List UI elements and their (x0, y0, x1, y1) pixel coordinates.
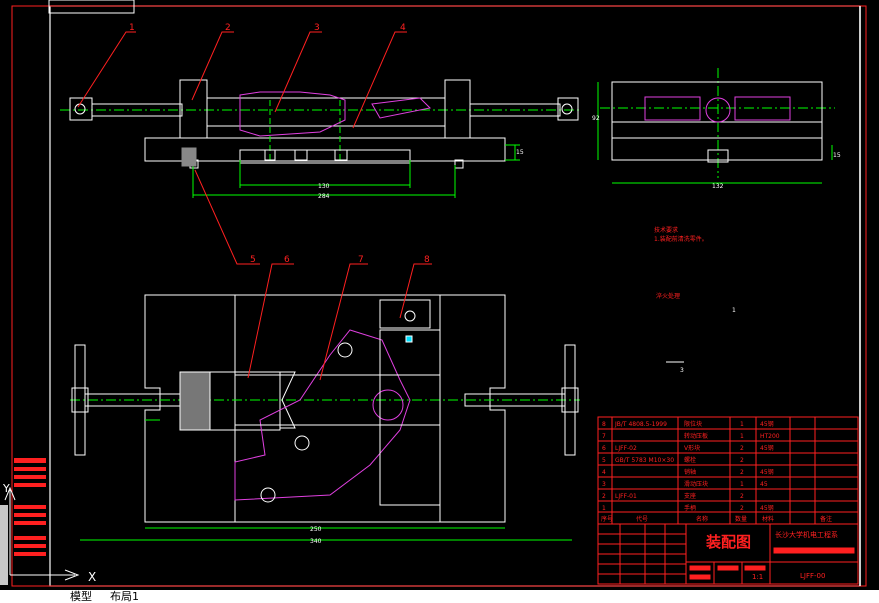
bom-cell-name: 销轴 (684, 468, 696, 476)
tab-layout-1[interactable]: 布局1 (110, 590, 139, 603)
bom-cell-code: JB/T 4808.5-1999 (614, 421, 667, 428)
dim-15: 15 (516, 149, 524, 156)
drawing-title: 装配图 (705, 533, 751, 551)
tool-palette-strip[interactable] (0, 505, 8, 585)
bom-cell-code: LJFF-01 (615, 493, 637, 500)
layout-tabs-bar: 模型 布局1 (0, 590, 879, 603)
dim-250: 250 (310, 526, 322, 533)
drawing-frame (11, 0, 867, 587)
bom-cell-no: 3 (602, 481, 606, 488)
ucs-y-label: Y (2, 482, 10, 495)
bom-cell-no: 5 (602, 457, 606, 464)
bom-cell-qty: 1 (740, 481, 744, 488)
bom-cell-qty: 2 (740, 457, 744, 464)
plan-view (70, 294, 580, 541)
bom-cell-qty: 2 (740, 469, 744, 476)
misc-mark-3: 3 (680, 367, 684, 374)
bom-h-qty: 数量 (735, 515, 747, 523)
bom-cell-name: 螺栓 (684, 456, 696, 464)
balloon-4: 4 (400, 23, 406, 33)
bom-cell-no: 1 (602, 505, 606, 512)
bom-table (597, 416, 859, 525)
dim-15-side: 15 (833, 152, 841, 159)
bom-h-no: 序号 (601, 515, 613, 523)
left-margin-blocks (14, 458, 46, 556)
bom-cell-no: 4 (602, 469, 606, 476)
bom-header: 序号 代号 名称 数量 材料 备注 (601, 515, 832, 523)
bom-cell-no: 6 (602, 445, 606, 452)
bom-cell-no: 7 (602, 433, 606, 440)
title-block (597, 523, 859, 585)
plan-view-dims: 250 340 (310, 526, 322, 545)
bom-h-code: 代号 (636, 515, 648, 523)
bom-cell-code: GB/T 5783 M10×30 (615, 457, 674, 464)
bom-cell-mat: 45钢 (760, 468, 774, 476)
dim-132: 132 (712, 183, 724, 190)
bom-cell-name: 限位块 (684, 420, 702, 428)
school-name: 长沙大学机电工程系 (775, 530, 838, 539)
bom-cell-mat: 45钢 (760, 444, 774, 452)
bom-cell-no: 2 (602, 493, 606, 500)
balloon-6: 6 (284, 255, 290, 265)
tech-title: 技术要求 (654, 226, 678, 234)
ucs-x-label: X (88, 570, 96, 584)
drawing-number: LJFF-00 (800, 572, 825, 580)
bom-cell-qty: 1 (740, 421, 744, 428)
bom-cell-mat: 45钢 (760, 504, 774, 512)
bom-cell-mat: 45钢 (760, 420, 774, 428)
dim-340: 340 (310, 538, 322, 545)
front-view-dims: 130 284 15 (318, 149, 524, 200)
bom-cell-qty: 2 (740, 445, 744, 452)
bom-cell-mat: HT200 (760, 433, 780, 440)
bom-cell-name: V形块 (684, 444, 700, 452)
tab-model[interactable]: 模型 (70, 590, 92, 603)
bom-cell-name: 手柄 (684, 504, 696, 512)
tech-notes: 技术要求 1.装配前清洗零件。 淬火处理 1 3 (654, 226, 736, 374)
front-view (60, 79, 580, 198)
heat-note: 淬火处理 (656, 292, 680, 300)
misc-mark-1: 1 (732, 307, 736, 314)
side-view-dims: 132 92 15 (592, 115, 841, 190)
tech-line: 1.装配前清洗零件。 (654, 235, 708, 243)
balloon-8: 8 (424, 255, 430, 265)
dim-92: 92 (592, 115, 600, 122)
bom-cell-no: 8 (602, 421, 606, 428)
ucs-icon (4, 486, 80, 581)
balloon-5: 5 (250, 255, 256, 265)
dim-130: 130 (318, 183, 330, 190)
bom-cell-qty: 2 (740, 505, 744, 512)
title-block-text: 装配图 长沙大学机电工程系 1:1 LJFF-00 (705, 530, 838, 581)
bom-cell-qty: 1 (740, 433, 744, 440)
balloon-2: 2 (225, 23, 231, 33)
scale-value: 1:1 (752, 573, 763, 581)
balloon-labels: 1 2 3 4 5 6 7 8 (129, 23, 430, 265)
dim-284: 284 (318, 193, 330, 200)
bom-h-name: 名称 (696, 515, 708, 523)
bom-cell-name: 转动压板 (684, 432, 708, 440)
balloon-7: 7 (358, 255, 364, 265)
side-view (597, 68, 835, 184)
bom-h-note: 备注 (820, 515, 832, 523)
bom-cell-name: 滑动压块 (684, 480, 708, 488)
bom-cell-code: LJFF-02 (615, 445, 637, 452)
bom-cell-mat: 45 (760, 481, 768, 488)
bom-cell-name: 支座 (684, 492, 696, 500)
bom-h-mat: 材料 (762, 515, 774, 523)
balloon-3: 3 (314, 23, 320, 33)
bom-cell-qty: 2 (740, 493, 744, 500)
balloon-1: 1 (129, 23, 135, 33)
leader-lines (77, 31, 432, 381)
